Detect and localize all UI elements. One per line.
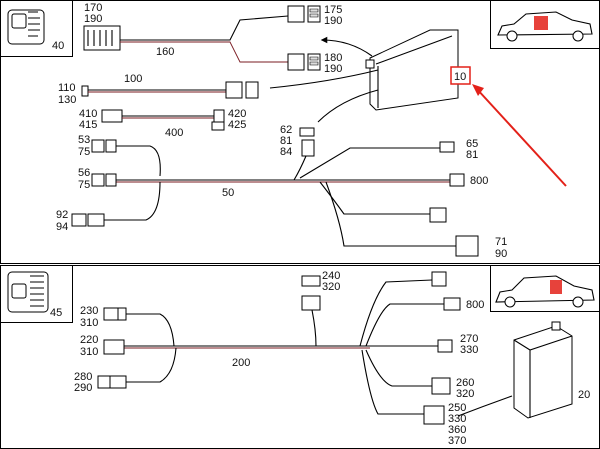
label-180: 180 bbox=[324, 52, 342, 64]
label-800b: 800 bbox=[466, 299, 484, 311]
label-175: 175 bbox=[324, 4, 342, 16]
label-71: 71 bbox=[495, 236, 507, 248]
label-410: 410 bbox=[79, 108, 97, 120]
label-330a: 330 bbox=[460, 344, 478, 356]
label-240: 240 bbox=[322, 270, 340, 282]
label-400: 400 bbox=[165, 127, 183, 139]
label-40: 40 bbox=[52, 40, 64, 52]
connector-110-icon bbox=[81, 85, 89, 97]
label-160: 160 bbox=[156, 46, 174, 58]
callout-arrowhead-icon bbox=[472, 84, 484, 96]
callout-arrow bbox=[475, 87, 567, 187]
label-420: 420 bbox=[228, 108, 246, 120]
label-90: 90 bbox=[495, 248, 507, 260]
arrow-module-to-100 bbox=[269, 69, 379, 89]
car-icon bbox=[497, 11, 593, 42]
label-81a: 81 bbox=[280, 135, 292, 147]
label-425: 425 bbox=[228, 119, 246, 131]
label-56: 56 bbox=[78, 167, 90, 179]
label-75a: 75 bbox=[78, 146, 90, 158]
label-310b: 310 bbox=[80, 346, 98, 358]
label-800a: 800 bbox=[470, 175, 488, 187]
label-45: 45 bbox=[50, 307, 62, 319]
harness-160 bbox=[120, 15, 289, 41]
label-190c: 190 bbox=[324, 63, 342, 75]
label-220: 220 bbox=[80, 334, 98, 346]
label-81b: 81 bbox=[466, 149, 478, 161]
label-260: 260 bbox=[456, 377, 474, 389]
label-100: 100 bbox=[124, 73, 142, 85]
inset-box-40 bbox=[0, 0, 73, 57]
connector-180-icon bbox=[287, 53, 321, 71]
module-callout-box bbox=[450, 66, 471, 85]
label-360: 360 bbox=[448, 424, 466, 436]
label-230: 230 bbox=[80, 305, 98, 317]
label-170: 170 bbox=[84, 2, 102, 14]
label-250: 250 bbox=[448, 402, 466, 414]
label-330b: 330 bbox=[448, 413, 466, 425]
label-280: 280 bbox=[74, 371, 92, 383]
arrow-module20-to-250 bbox=[457, 395, 513, 417]
label-65: 65 bbox=[466, 138, 478, 150]
label-84: 84 bbox=[280, 146, 292, 158]
label-130: 130 bbox=[58, 94, 76, 106]
label-50: 50 bbox=[222, 187, 234, 199]
connector-170-icon bbox=[83, 25, 121, 51]
inset-box-45 bbox=[0, 265, 73, 323]
label-290: 290 bbox=[74, 382, 92, 394]
label-53: 53 bbox=[78, 134, 90, 146]
arrow-module-to-175 bbox=[320, 36, 373, 57]
label-320a: 320 bbox=[322, 281, 340, 293]
label-370: 370 bbox=[448, 435, 466, 447]
connector-62-icon bbox=[299, 127, 315, 157]
label-20: 20 bbox=[578, 389, 590, 401]
label-320b: 320 bbox=[456, 388, 474, 400]
control-module-10 bbox=[365, 29, 459, 111]
car-icon-bottom bbox=[495, 275, 595, 308]
control-module-20 bbox=[513, 321, 573, 419]
label-190b: 190 bbox=[324, 15, 342, 27]
label-75b: 75 bbox=[78, 179, 90, 191]
label-92: 92 bbox=[56, 209, 68, 221]
connector-40-icon bbox=[7, 9, 45, 45]
label-270: 270 bbox=[460, 333, 478, 345]
connector-240-icon bbox=[301, 275, 321, 311]
module-callout-label: 10 bbox=[454, 71, 466, 83]
connector-45-icon bbox=[7, 271, 49, 313]
connector-175-icon bbox=[287, 5, 321, 23]
label-190a: 190 bbox=[84, 13, 102, 25]
label-310a: 310 bbox=[80, 317, 98, 329]
label-110: 110 bbox=[58, 82, 76, 94]
label-62: 62 bbox=[280, 124, 292, 136]
arrow-module-to-62 bbox=[317, 89, 379, 123]
label-200: 200 bbox=[232, 357, 250, 369]
label-415: 415 bbox=[79, 119, 97, 131]
label-94: 94 bbox=[56, 221, 68, 233]
